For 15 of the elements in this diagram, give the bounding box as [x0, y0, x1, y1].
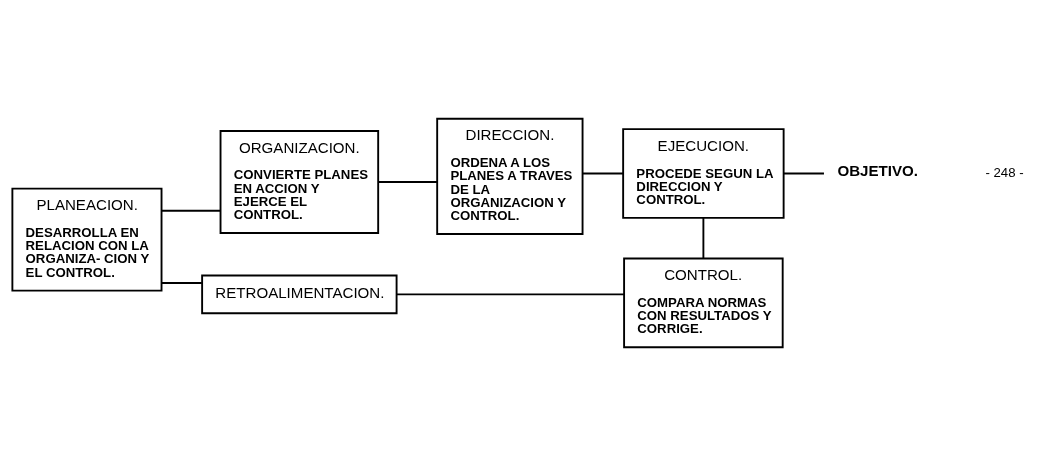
connector	[782, 172, 825, 175]
node-box: CONTROL. COMPARA NORMAS CON RESULTADOS Y CORRIGE.	[623, 257, 784, 349]
node-box: ORGANIZACION. CONVIERTE PLANES EN ACCION Y EJERCE EL CONTROL.	[219, 130, 380, 234]
node-box: DIRECCION. ORDENA A LOS PLANES A TRAVES DE LA ORGANIZACION Y CONTROL.	[436, 117, 584, 235]
node-box: EJECUCION. PROCEDE SEGUN LA DIRECCION Y CONTROL.	[622, 128, 785, 219]
connector	[377, 181, 438, 183]
connector	[581, 172, 625, 175]
node-box: RETROALIMENTACION.	[201, 274, 398, 315]
connector	[160, 282, 203, 284]
connector	[160, 209, 222, 212]
connector	[702, 217, 705, 260]
node-text: OBJETIVO.	[837, 162, 918, 180]
node-box: PLANEACION. DESARROLLA EN RELACION CON LA ORGANIZA- CION Y EL CONTROL.	[11, 187, 163, 292]
connector	[395, 293, 625, 296]
label: - 248 -	[985, 165, 1024, 181]
